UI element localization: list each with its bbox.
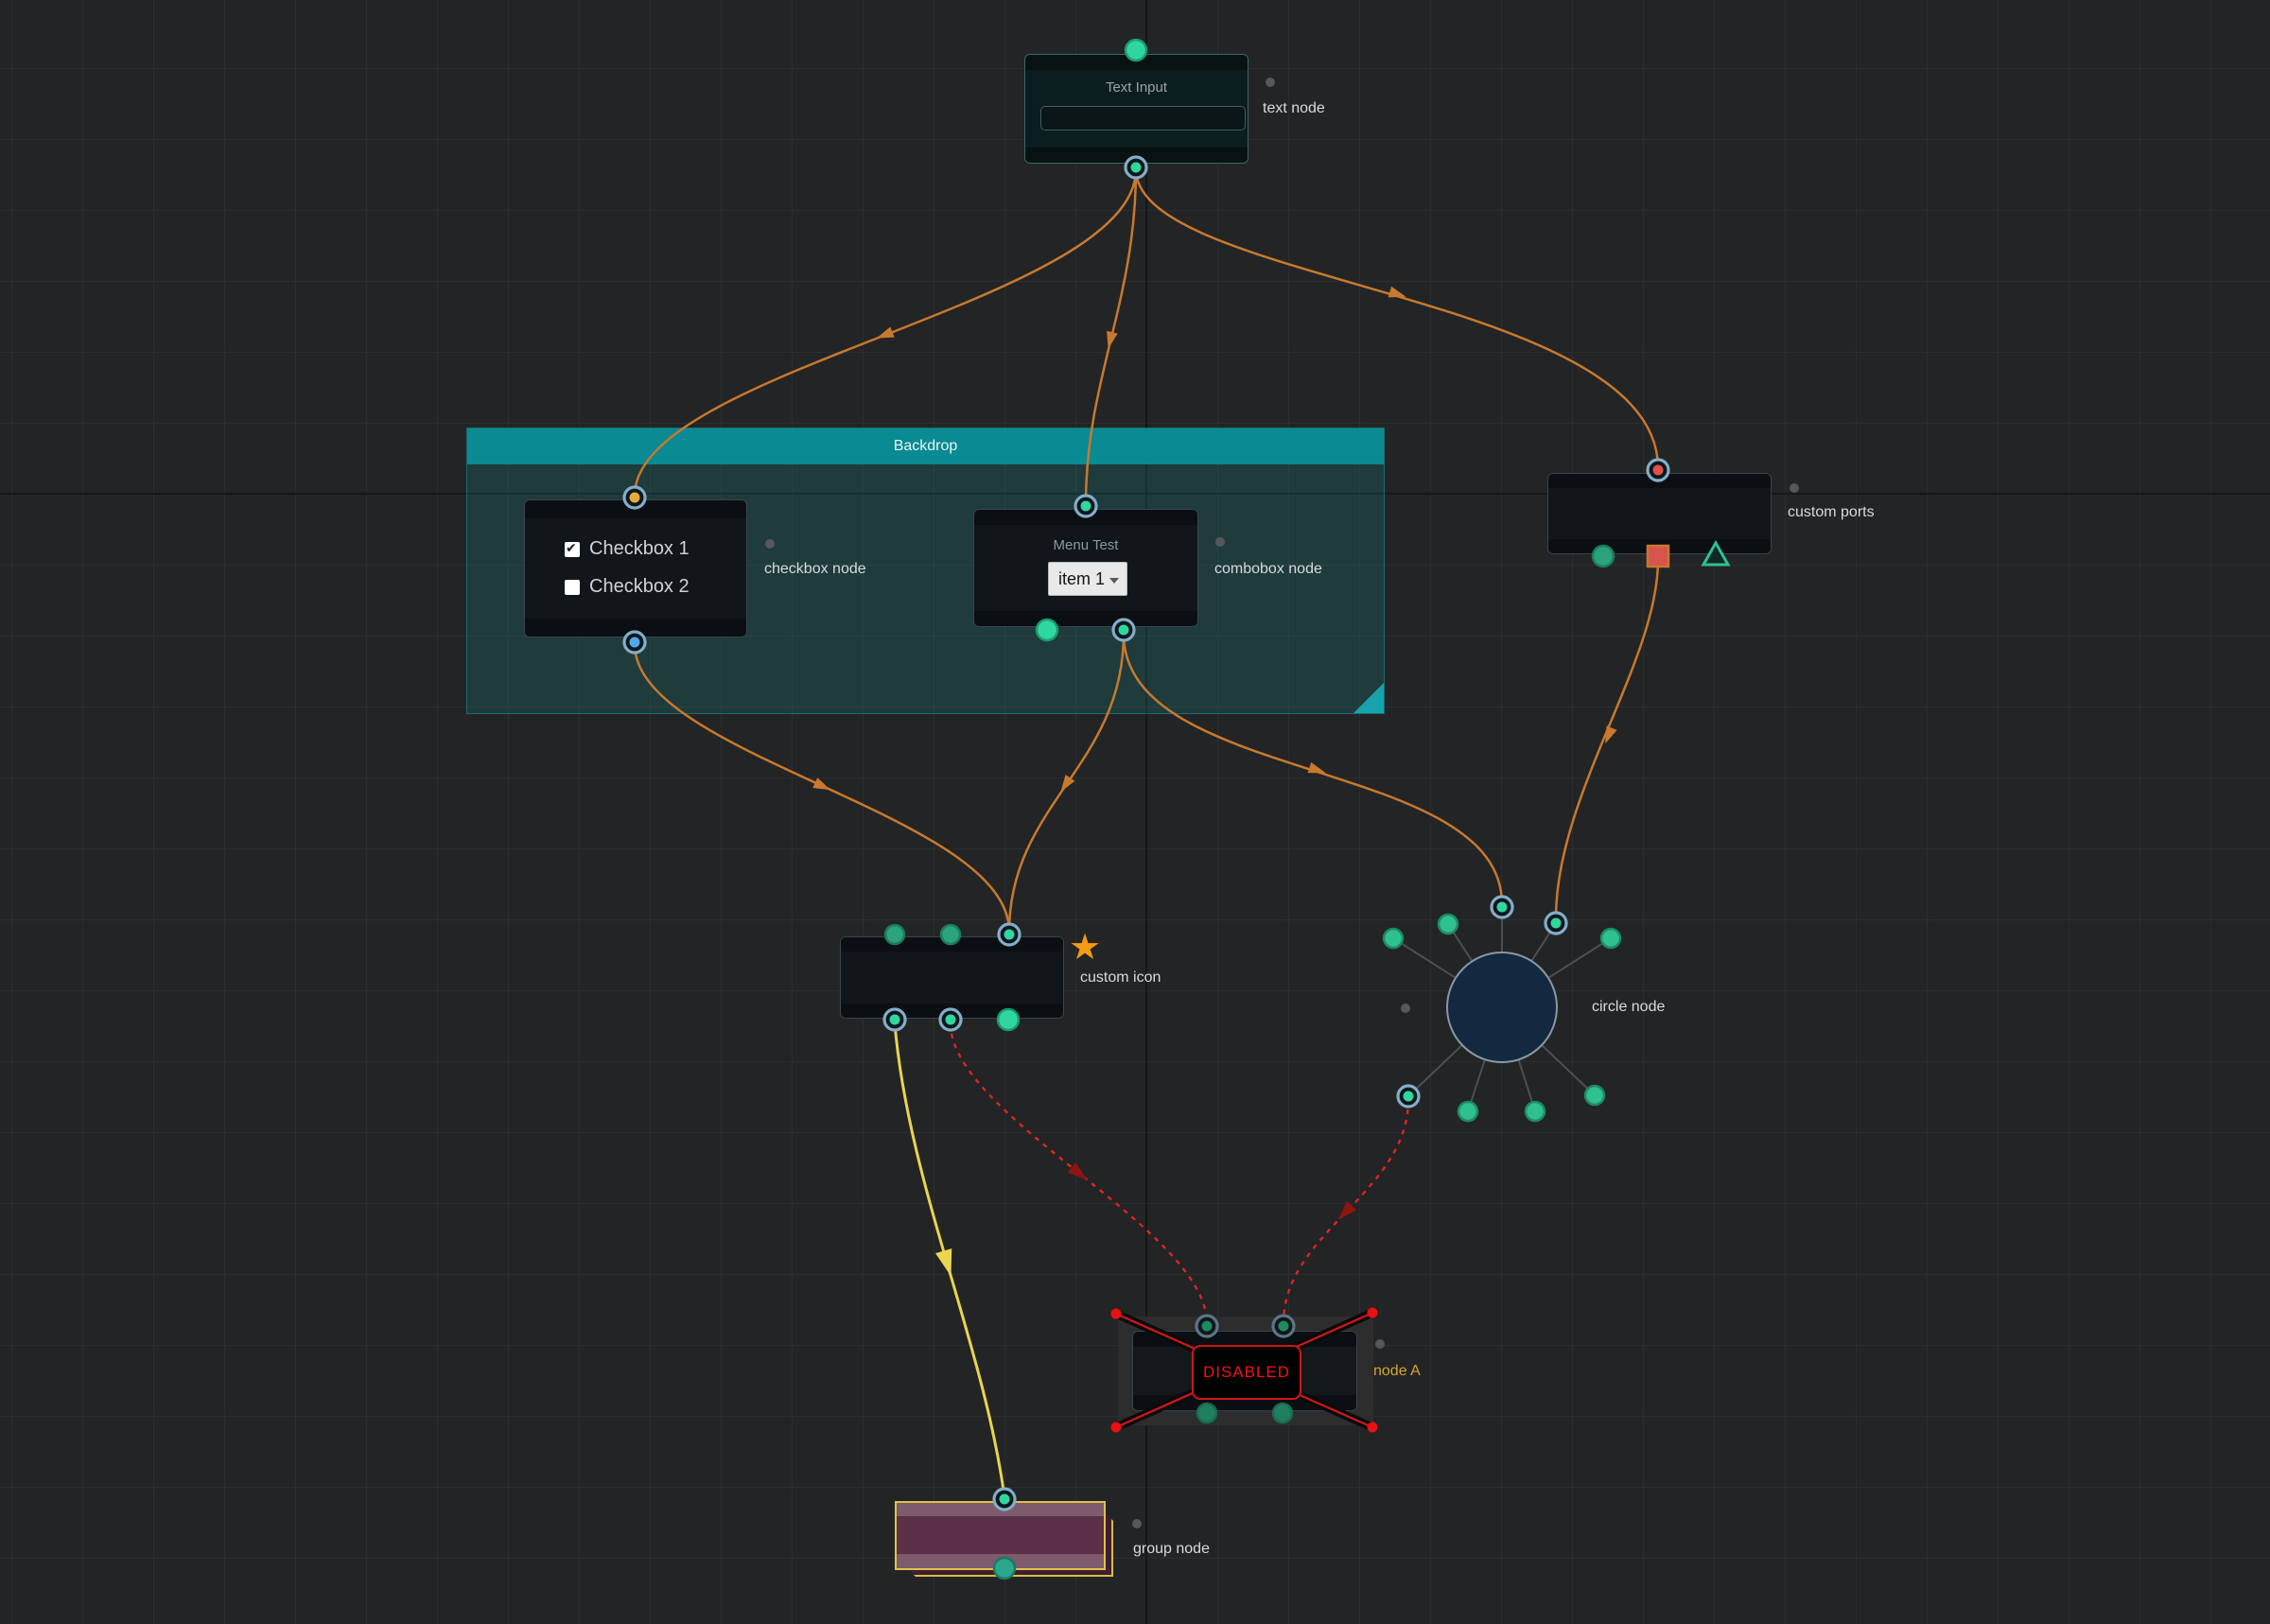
combobox-node-title: Menu Test [1053, 537, 1119, 553]
node-a-label: node A [1373, 1363, 1421, 1379]
backdrop-resize-handle[interactable] [1353, 683, 1384, 713]
edge-customicon-to-nodea[interactable] [949, 1022, 1209, 1324]
edge-text-to-customports[interactable] [1134, 168, 1660, 469]
port[interactable] [996, 1007, 1021, 1032]
circle-node[interactable] [1446, 952, 1558, 1063]
checkbox-1-box[interactable] [565, 540, 580, 557]
node-a-dot [1375, 1339, 1385, 1349]
combo-select[interactable]: item 1 [1048, 562, 1127, 596]
port[interactable] [1271, 1314, 1296, 1338]
backdrop-title: Backdrop [893, 438, 958, 454]
port[interactable] [1599, 927, 1622, 950]
chevron-down-icon [1109, 578, 1119, 584]
custom-ports-node[interactable] [1547, 473, 1772, 554]
custom-icon-node[interactable] [840, 936, 1064, 1019]
checkbox-2-label: Checkbox 2 [589, 576, 690, 597]
text-node-title: Text Input [1105, 79, 1168, 96]
port[interactable] [1396, 1084, 1421, 1109]
text-node-dot [1266, 78, 1275, 87]
group-node-dot [1132, 1519, 1142, 1528]
port[interactable] [882, 1007, 907, 1032]
port[interactable] [1544, 911, 1568, 935]
custom-icon-label: custom icon [1080, 969, 1161, 986]
port[interactable] [1111, 618, 1136, 642]
circle-node-label: circle node [1592, 999, 1666, 1015]
combo-selected-value: item 1 [1058, 568, 1106, 588]
edge-customports-to-circlenode[interactable] [1554, 559, 1660, 919]
red-edge-arrows [1067, 1161, 1357, 1220]
checkbox-node[interactable]: Checkbox 1 Checkbox 2 [524, 499, 747, 637]
custom-ports-label: custom ports [1788, 504, 1875, 520]
checkbox-node-dot [765, 539, 775, 549]
star-icon: ★ [1069, 928, 1102, 968]
port[interactable] [622, 485, 647, 510]
port[interactable] [1035, 618, 1059, 642]
text-node-input[interactable] [1040, 106, 1246, 131]
group-node-label: group node [1133, 1541, 1210, 1557]
port[interactable] [1591, 544, 1615, 568]
port[interactable] [622, 630, 647, 655]
major-gridline-horizontal [0, 493, 2270, 495]
port[interactable] [1074, 494, 1098, 518]
edge-customicon-to-groupnode[interactable] [893, 1022, 1006, 1498]
port[interactable] [992, 1487, 1017, 1511]
node-footer-bar [974, 611, 1197, 626]
port[interactable] [883, 923, 906, 946]
node-footer-bar [525, 619, 746, 637]
port[interactable] [1196, 1402, 1218, 1424]
major-gridline-vertical [1145, 0, 1147, 1624]
checkbox-node-label: checkbox node [764, 561, 866, 577]
port[interactable] [1382, 927, 1405, 950]
text-node-label: text node [1263, 100, 1325, 116]
port[interactable] [997, 922, 1022, 947]
backdrop-title-bar[interactable]: Backdrop [467, 428, 1384, 464]
port[interactable] [1195, 1314, 1219, 1338]
port[interactable] [1437, 913, 1459, 935]
node-title-bar [1025, 55, 1248, 70]
port[interactable] [939, 923, 962, 946]
port[interactable] [1646, 458, 1670, 482]
port[interactable] [1457, 1100, 1479, 1123]
disabled-badge: DISABLED [1192, 1345, 1301, 1400]
node-footer-bar [1025, 148, 1248, 163]
combobox-node[interactable]: Menu Test item 1 [973, 509, 1198, 627]
checkbox-2-box[interactable] [565, 579, 580, 595]
checkbox-1-label: Checkbox 1 [589, 538, 690, 559]
combobox-node-label: combobox node [1214, 561, 1322, 577]
port[interactable] [1701, 539, 1731, 567]
checkbox-1[interactable]: Checkbox 1 [565, 538, 690, 560]
edge-circlenode-to-nodea[interactable] [1282, 1098, 1410, 1324]
port[interactable] [1271, 1402, 1294, 1424]
checkbox-2[interactable]: Checkbox 2 [565, 576, 690, 598]
circle-node-dot [1401, 1004, 1410, 1013]
combobox-node-dot [1215, 537, 1225, 547]
port[interactable] [992, 1556, 1017, 1580]
custom-ports-dot [1790, 483, 1799, 493]
port[interactable] [1124, 155, 1148, 180]
text-input-node[interactable]: Text Input [1024, 54, 1248, 164]
port[interactable] [1583, 1084, 1606, 1107]
port[interactable] [1490, 895, 1514, 919]
port[interactable] [1524, 1100, 1546, 1123]
port[interactable] [1124, 38, 1148, 62]
port[interactable] [938, 1007, 963, 1032]
port[interactable] [1646, 544, 1670, 568]
